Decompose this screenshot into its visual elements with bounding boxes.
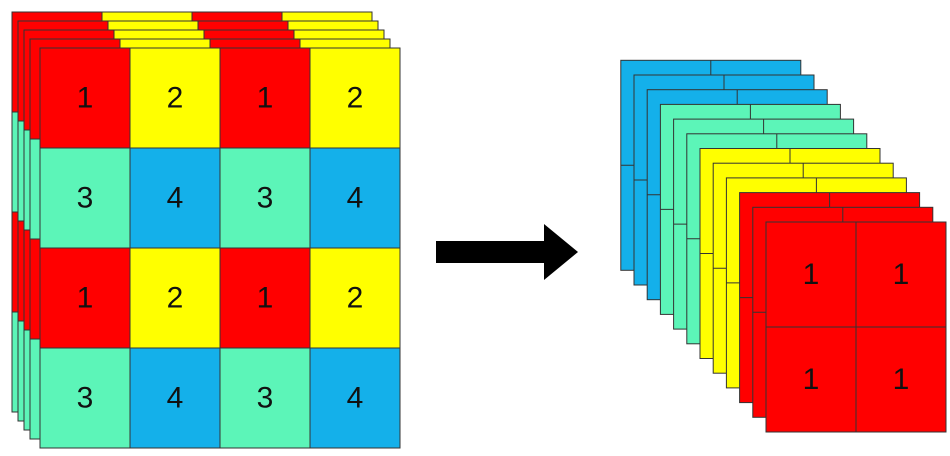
input-cell [129,347,221,449]
output-front-layer: 1 1 1 1 [765,221,947,433]
transform-arrow-icon [436,224,578,280]
input-cell-label: 2 [347,282,364,315]
input-cell [219,247,311,349]
input-cell-label: 1 [77,282,94,315]
input-cell-label: 3 [257,182,274,215]
input-cell-label: 4 [347,182,364,215]
input-cell [219,47,311,149]
input-cell-label: 3 [77,382,94,415]
input-cell-label: 4 [167,182,184,215]
input-feature-stack: 1 2 1 2 3 4 3 4 1 2 1 2 3 4 3 4 [11,11,401,449]
arrow-head [544,224,578,280]
output-cell-label: 1 [803,258,820,291]
input-cell [309,47,401,149]
output-cell-label: 1 [893,363,910,396]
input-cell-label: 3 [77,182,94,215]
input-cell [309,347,401,449]
input-cell [219,347,311,449]
input-cell-label: 4 [167,382,184,415]
input-cell [39,247,131,349]
input-cell [309,147,401,249]
input-cell [129,247,221,349]
input-cell-label: 2 [167,282,184,315]
input-cell-label: 2 [167,82,184,115]
input-cell-label: 3 [257,382,274,415]
input-cell [309,247,401,349]
input-cell-label: 2 [347,82,364,115]
input-cell-label: 1 [257,82,274,115]
output-channel-stack: 1 1 1 1 [620,59,947,433]
input-cell [39,147,131,249]
input-cell [39,347,131,449]
output-cell-label: 1 [803,363,820,396]
input-cell-label: 4 [347,382,364,415]
input-front-layer: 1 2 1 2 3 4 3 4 1 2 1 2 3 4 3 4 [39,47,401,449]
output-cell-label: 1 [893,258,910,291]
input-cell-label: 1 [257,282,274,315]
input-cell [129,147,221,249]
arrow-shaft [436,241,546,263]
input-cell [129,47,221,149]
input-cell-label: 1 [77,82,94,115]
